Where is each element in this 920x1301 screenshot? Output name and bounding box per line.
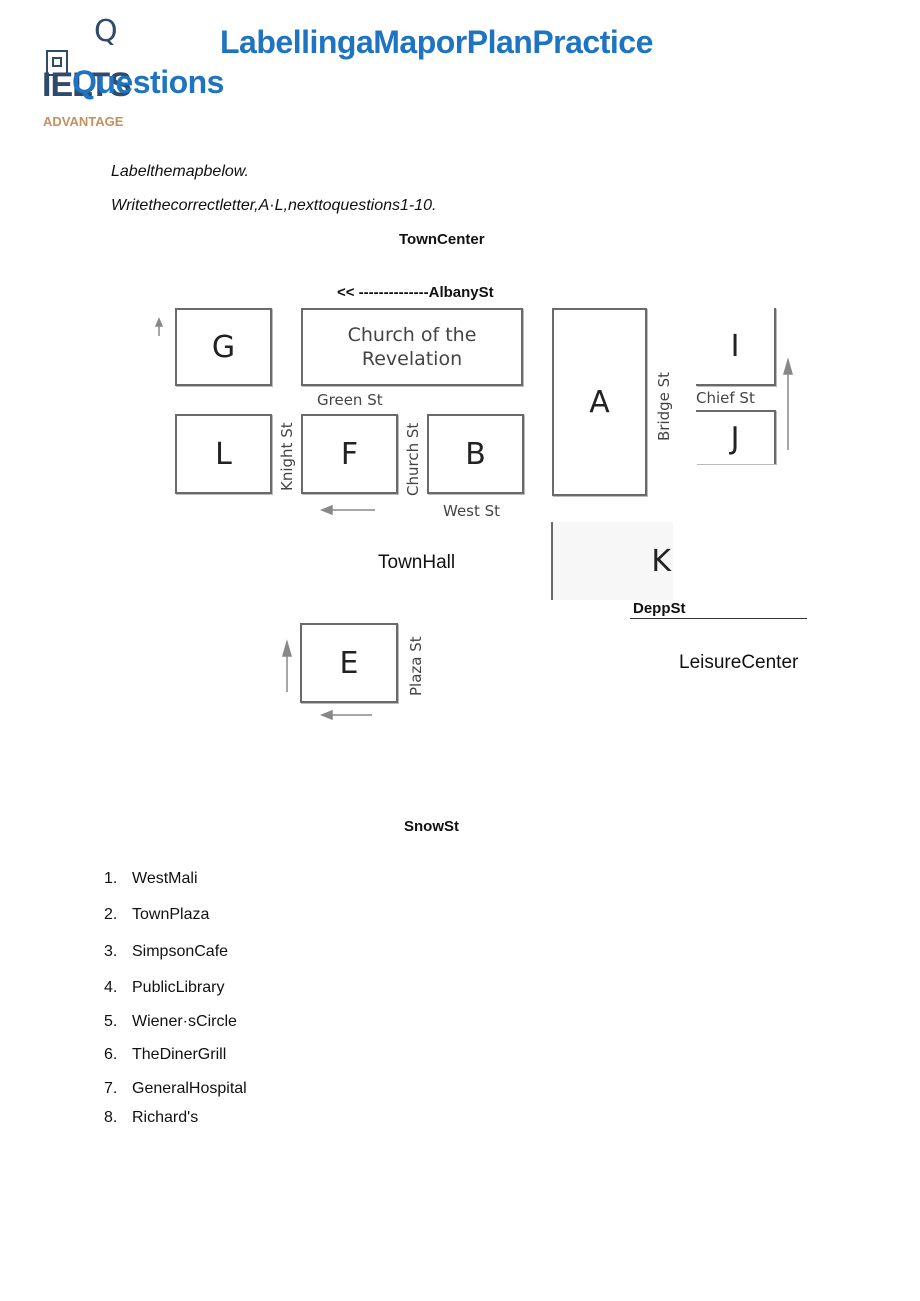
list-item: 5. Wiener·sCircle <box>104 1013 237 1031</box>
label-town-hall: TownHall <box>378 552 456 573</box>
instruction-line-1: Labelthemapbelow. <box>111 163 249 180</box>
street-west: West St <box>443 502 501 520</box>
question-number: 4. <box>104 979 118 996</box>
label-leisure-center: LeisureCenter <box>679 652 799 673</box>
block-b: B <box>427 414 524 494</box>
question-number: 1. <box>104 870 118 887</box>
question-text: TownPlaza <box>132 906 210 923</box>
block-church: Church of the Revelation <box>301 308 523 386</box>
logo-tagline: ADVANTAGE <box>43 114 124 129</box>
label-albany-street: << --------------AlbanySt <box>337 284 494 301</box>
map: G Church of the Revelation A I L F B J K… <box>150 300 810 730</box>
list-item: 8. Richard's <box>104 1109 198 1127</box>
block-j: J <box>696 410 776 464</box>
label-town-center: TownCenter <box>399 231 485 248</box>
question-text: GeneralHospital <box>132 1080 247 1097</box>
instruction-line-2: Writethecorrectletter,A·L,nexttoquestion… <box>111 197 437 214</box>
block-f: F <box>301 414 398 494</box>
question-number: 5. <box>104 1013 118 1030</box>
question-text: Richard's <box>132 1109 199 1126</box>
map-arrows <box>154 317 793 721</box>
logo-q-mark: Q <box>94 14 118 49</box>
list-item: 4. PublicLibrary <box>104 979 224 997</box>
question-number: 2. <box>104 906 118 923</box>
block-e: E <box>300 623 398 703</box>
block-g: G <box>175 308 272 386</box>
block-i: I <box>696 308 776 386</box>
list-item: 6. TheDinerGrill <box>104 1046 226 1064</box>
depp-street-line <box>630 618 807 619</box>
label-snow-street: SnowSt <box>404 818 459 835</box>
label-depp-street: DeppSt <box>633 600 686 617</box>
block-l: L <box>175 414 272 494</box>
street-chief: Chief St <box>696 389 755 407</box>
block-a: A <box>552 308 647 496</box>
question-text: WestMali <box>132 870 198 887</box>
page-title: LabellingaMaporPlanPractice <box>220 24 653 60</box>
block-k: K <box>551 522 673 600</box>
street-green: Green St <box>317 391 383 409</box>
question-text: PublicLibrary <box>132 979 225 996</box>
question-number: 6. <box>104 1046 118 1063</box>
question-number: 7. <box>104 1080 118 1097</box>
list-item: 7. GeneralHospital <box>104 1080 247 1098</box>
list-item: 1. WestMali <box>104 870 198 888</box>
list-item: 3. SimpsonCafe <box>104 943 228 961</box>
question-number: 8. <box>104 1109 118 1126</box>
logo-wordmark: IELTS <box>42 66 132 104</box>
list-item: 2. TownPlaza <box>104 906 209 924</box>
logo-square-icon <box>46 50 68 76</box>
page-title-continued: Questions <box>72 64 224 100</box>
question-text: Wiener·sCircle <box>132 1013 237 1030</box>
question-number: 3. <box>104 943 118 960</box>
question-text: TheDinerGrill <box>132 1046 227 1063</box>
question-text: SimpsonCafe <box>132 943 229 960</box>
